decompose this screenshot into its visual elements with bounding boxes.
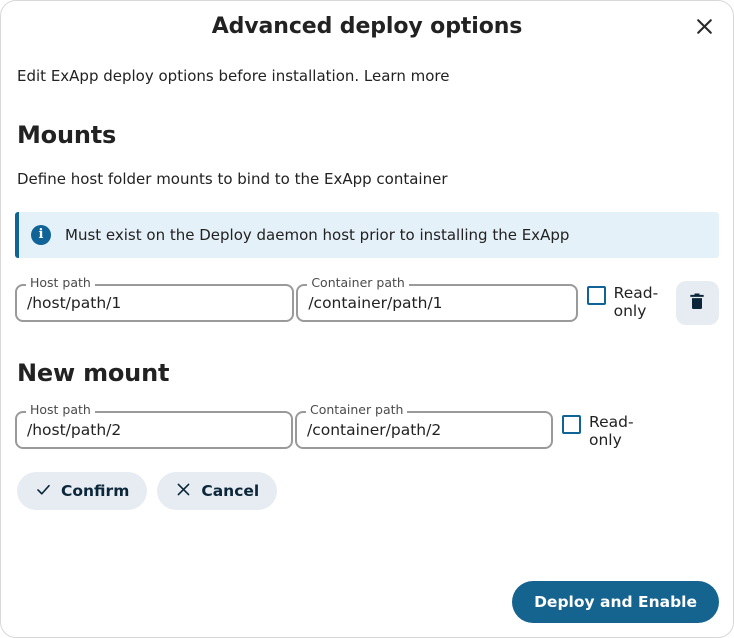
- confirm-button[interactable]: Confirm: [17, 472, 148, 511]
- mounts-subtitle: Define host folder mounts to bind to the…: [17, 169, 448, 188]
- dialog-intro-text: Edit ExApp deploy options before install…: [17, 67, 450, 85]
- new-container-path-field[interactable]: Container path: [295, 403, 553, 449]
- confirm-button-label: Confirm: [61, 482, 130, 501]
- dialog-header: Advanced deploy options: [1, 1, 733, 51]
- close-icon: [695, 17, 714, 36]
- close-icon: [175, 481, 192, 502]
- host-path-label: Host path: [26, 276, 95, 289]
- mount-row: Host path Container path Read-only: [15, 276, 719, 325]
- mounts-info-note-text: Must exist on the Deploy daemon host pri…: [65, 225, 570, 244]
- new-mount-actions: Confirm Cancel: [17, 472, 719, 511]
- container-path-input[interactable]: [308, 293, 566, 312]
- cancel-button-label: Cancel: [201, 482, 260, 501]
- delete-mount-button[interactable]: [675, 280, 719, 325]
- new-host-path-input[interactable]: [27, 420, 281, 439]
- new-readonly-checkbox-label: Read-only: [589, 412, 634, 449]
- new-container-path-input[interactable]: [307, 420, 541, 439]
- mounts-info-note: i Must exist on the Deploy daemon host p…: [15, 211, 719, 258]
- readonly-checkbox-label: Read-only: [613, 283, 659, 320]
- mounts-heading: Mounts: [17, 120, 117, 149]
- cancel-button[interactable]: Cancel: [157, 472, 278, 511]
- container-path-field[interactable]: Container path: [296, 276, 578, 322]
- new-host-path-field[interactable]: Host path: [15, 403, 293, 449]
- checkbox-box-icon[interactable]: [562, 414, 581, 434]
- deploy-and-enable-button[interactable]: Deploy and Enable: [512, 581, 719, 623]
- trash-icon: [687, 291, 707, 314]
- new-host-path-label: Host path: [26, 403, 95, 416]
- container-path-label: Container path: [307, 276, 409, 289]
- host-path-input[interactable]: [27, 293, 283, 312]
- close-dialog-button[interactable]: [685, 7, 723, 45]
- new-mount-heading: New mount: [17, 358, 170, 387]
- dialog-body: Edit ExApp deploy options before install…: [1, 67, 733, 511]
- checkbox-box-icon[interactable]: [586, 285, 606, 305]
- new-container-path-label: Container path: [306, 403, 408, 416]
- check-icon: [35, 481, 52, 502]
- information-icon: i: [31, 224, 51, 245]
- dialog-title: Advanced deploy options: [211, 13, 523, 39]
- new-mount-row: Host path Container path Read-only: [15, 403, 719, 450]
- host-path-field[interactable]: Host path: [15, 276, 295, 322]
- dialog-footer: Deploy and Enable: [512, 581, 719, 623]
- new-readonly-checkbox[interactable]: Read-only: [562, 413, 641, 450]
- readonly-checkbox[interactable]: Read-only: [586, 283, 666, 321]
